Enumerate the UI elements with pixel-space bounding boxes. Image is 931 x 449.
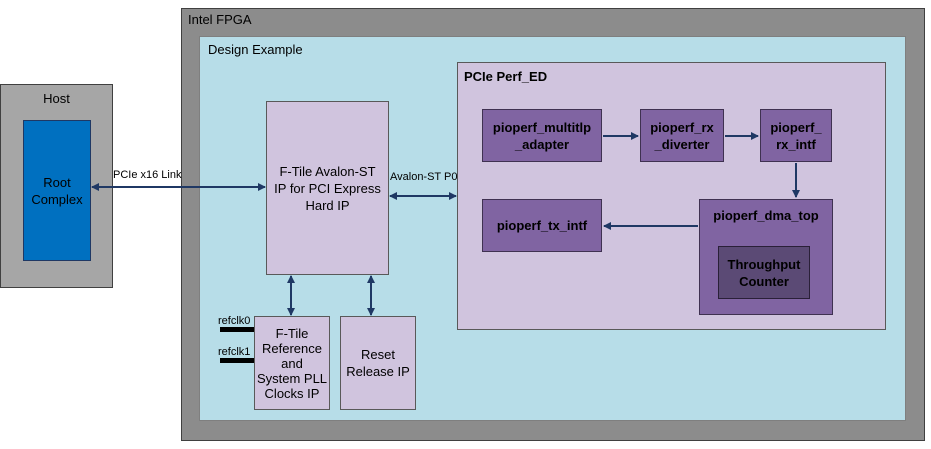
- tx-intf-label: pioperf_tx_intf: [496, 218, 588, 233]
- root-complex-label: Root Complex: [31, 174, 83, 207]
- avalon-st-label: Avalon-ST P0: [390, 171, 458, 183]
- throughput-counter-box: Throughput Counter: [718, 246, 810, 299]
- reset-release-label: Reset Release IP: [346, 347, 410, 379]
- host-title: Host: [43, 91, 70, 106]
- rx-diverter-box: pioperf_rx _diverter: [640, 109, 724, 162]
- multitlp-adapter-box: pioperf_multitlp _adapter: [482, 109, 602, 162]
- multitlp-adapter-label: pioperf_multitlp _adapter: [492, 119, 592, 152]
- dma-top-label: pioperf_dma_top: [713, 208, 819, 223]
- tx-intf-box: pioperf_tx_intf: [482, 199, 602, 252]
- rx-intf-label: pioperf_ rx_intf: [770, 119, 822, 152]
- pll-clocks-box: F-Tile Reference and System PLL Clocks I…: [254, 316, 330, 410]
- rx-diverter-label: pioperf_rx _diverter: [650, 119, 714, 152]
- root-complex-box: Root Complex: [23, 120, 91, 261]
- perf-ed-title: PCIe Perf_ED: [464, 69, 548, 84]
- pcie-link-label: PCIe x16 Link: [113, 169, 182, 181]
- fpga-title: Intel FPGA: [188, 12, 252, 27]
- reset-release-box: Reset Release IP: [340, 316, 416, 410]
- rx-intf-box: pioperf_ rx_intf: [760, 109, 832, 162]
- pll-clocks-label: F-Tile Reference and System PLL Clocks I…: [256, 325, 328, 401]
- refclk0-label: refclk0: [218, 315, 251, 327]
- refclk1-label: refclk1: [218, 346, 251, 358]
- hard-ip-label: F-Tile Avalon-ST IP for PCI Express Hard…: [274, 163, 381, 213]
- throughput-counter-label: Throughput Counter: [727, 256, 801, 289]
- design-example-title: Design Example: [208, 42, 303, 57]
- hard-ip-box: F-Tile Avalon-ST IP for PCI Express Hard…: [266, 101, 389, 275]
